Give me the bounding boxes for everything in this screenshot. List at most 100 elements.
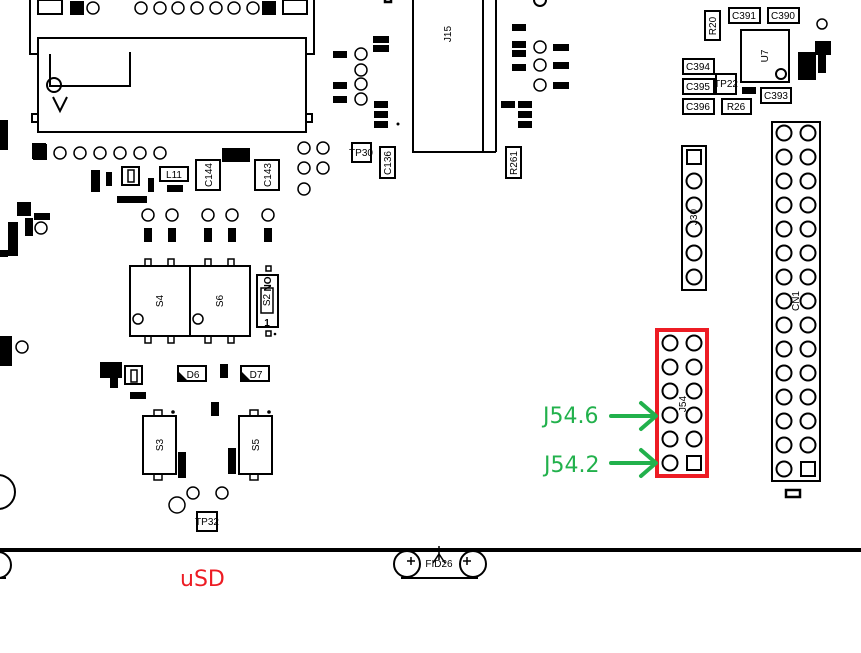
smd-passive [374, 101, 388, 108]
smd-passive [512, 64, 526, 71]
smd-passive [512, 24, 526, 31]
svg-text:D6: D6 [187, 370, 200, 381]
resistor [228, 228, 236, 242]
c143: C143 [254, 159, 280, 191]
test-point [133, 146, 147, 160]
svg-text:C396: C396 [686, 102, 710, 113]
test-point [261, 208, 275, 222]
smd-passive [518, 121, 532, 128]
smd-passive [167, 185, 183, 192]
svg-text:C395: C395 [686, 82, 710, 93]
annotation-label-j54-6: J54.6 [541, 404, 598, 429]
annotation-j54-2: J54.2 [542, 448, 658, 478]
cn1-pin [775, 436, 793, 454]
j54-pin [661, 430, 679, 448]
test-point [53, 146, 67, 160]
smd-passive [0, 250, 8, 257]
cn1-pin [775, 124, 793, 142]
resistor [264, 228, 272, 242]
test-point [209, 1, 223, 15]
cn1-pin [799, 220, 817, 238]
smd-passive [518, 101, 532, 108]
connector-j30: J30 [681, 145, 707, 291]
smd-passive [110, 362, 118, 388]
cn1-pin [799, 244, 817, 262]
svg-text:J54: J54 [678, 396, 689, 413]
tp30: TP30 [349, 142, 373, 163]
smd-passive [91, 170, 100, 192]
smd-passive [818, 55, 826, 73]
smd-passive [374, 121, 388, 128]
j54-pin [661, 406, 679, 424]
annotation-label-j54-2: J54.2 [542, 453, 599, 478]
switch-s4-s6: S4 S6 [129, 258, 251, 344]
j54-pin [661, 334, 679, 352]
smd-passive [106, 172, 112, 186]
cn1-pin [775, 268, 793, 286]
usd-region-label: uSD [180, 567, 225, 592]
test-point [153, 146, 167, 160]
cn1-pin [799, 364, 817, 382]
test-point [86, 1, 100, 15]
svg-text:R20: R20 [708, 16, 719, 35]
svg-text:C391: C391 [732, 11, 756, 22]
smd-passive [373, 36, 389, 43]
smd-passive [512, 41, 526, 48]
u7: U7 [740, 29, 790, 83]
j54-pin [685, 358, 703, 376]
svg-text:C390: C390 [771, 11, 795, 22]
cn1-pin [799, 124, 817, 142]
board-edge [0, 548, 861, 579]
cn1-pin [775, 292, 793, 310]
cn1-pin [799, 316, 817, 334]
cn1-pin [775, 220, 793, 238]
svg-text:C144: C144 [204, 163, 215, 187]
test-point [113, 146, 127, 160]
cn1-pin [775, 388, 793, 406]
j54-pin [685, 430, 703, 448]
smd-passive [553, 62, 569, 69]
j54-pin [661, 454, 679, 472]
j54-pin [685, 382, 703, 400]
test-points-mid [297, 40, 547, 196]
svg-text:D7: D7 [250, 370, 263, 381]
card-socket-outline [29, 0, 315, 133]
test-point [141, 208, 155, 222]
s4-label: S4 [155, 294, 166, 307]
smd-passive [742, 87, 756, 94]
cn1-pin [799, 292, 817, 310]
svg-text:TP32: TP32 [195, 517, 219, 528]
j54-pin [661, 382, 679, 400]
cn1-pin [775, 364, 793, 382]
test-point [93, 146, 107, 160]
smd-passive [25, 218, 33, 236]
r261: R261 [505, 146, 522, 179]
test-point [225, 208, 239, 222]
cn1-pin [799, 196, 817, 214]
svg-text:L11: L11 [166, 170, 182, 181]
c395: C395 [682, 78, 715, 95]
smd-passive [333, 82, 347, 89]
c396: C396 [682, 98, 715, 115]
smd-passive [0, 120, 8, 150]
diode-d6: D6 [177, 365, 207, 382]
s6-label: S6 [215, 294, 226, 307]
r26: R26 [721, 98, 752, 115]
smd-passive [333, 96, 347, 103]
svg-text:R26: R26 [727, 102, 746, 113]
smd-passive [130, 392, 146, 399]
svg-text:C393: C393 [764, 91, 788, 102]
cn1-pin [775, 460, 793, 478]
connector-j54: J54 [655, 328, 709, 478]
svg-text:ON: ON [261, 277, 272, 292]
smd-passive [501, 101, 515, 108]
svg-text:FID26: FID26 [425, 559, 453, 570]
test-point [165, 208, 179, 222]
cn1-pin [775, 316, 793, 334]
j54-pin [685, 406, 703, 424]
test-point [190, 1, 204, 15]
cn1-pin [775, 148, 793, 166]
smd-passive [374, 111, 388, 118]
j54-highlight-box [655, 328, 709, 478]
